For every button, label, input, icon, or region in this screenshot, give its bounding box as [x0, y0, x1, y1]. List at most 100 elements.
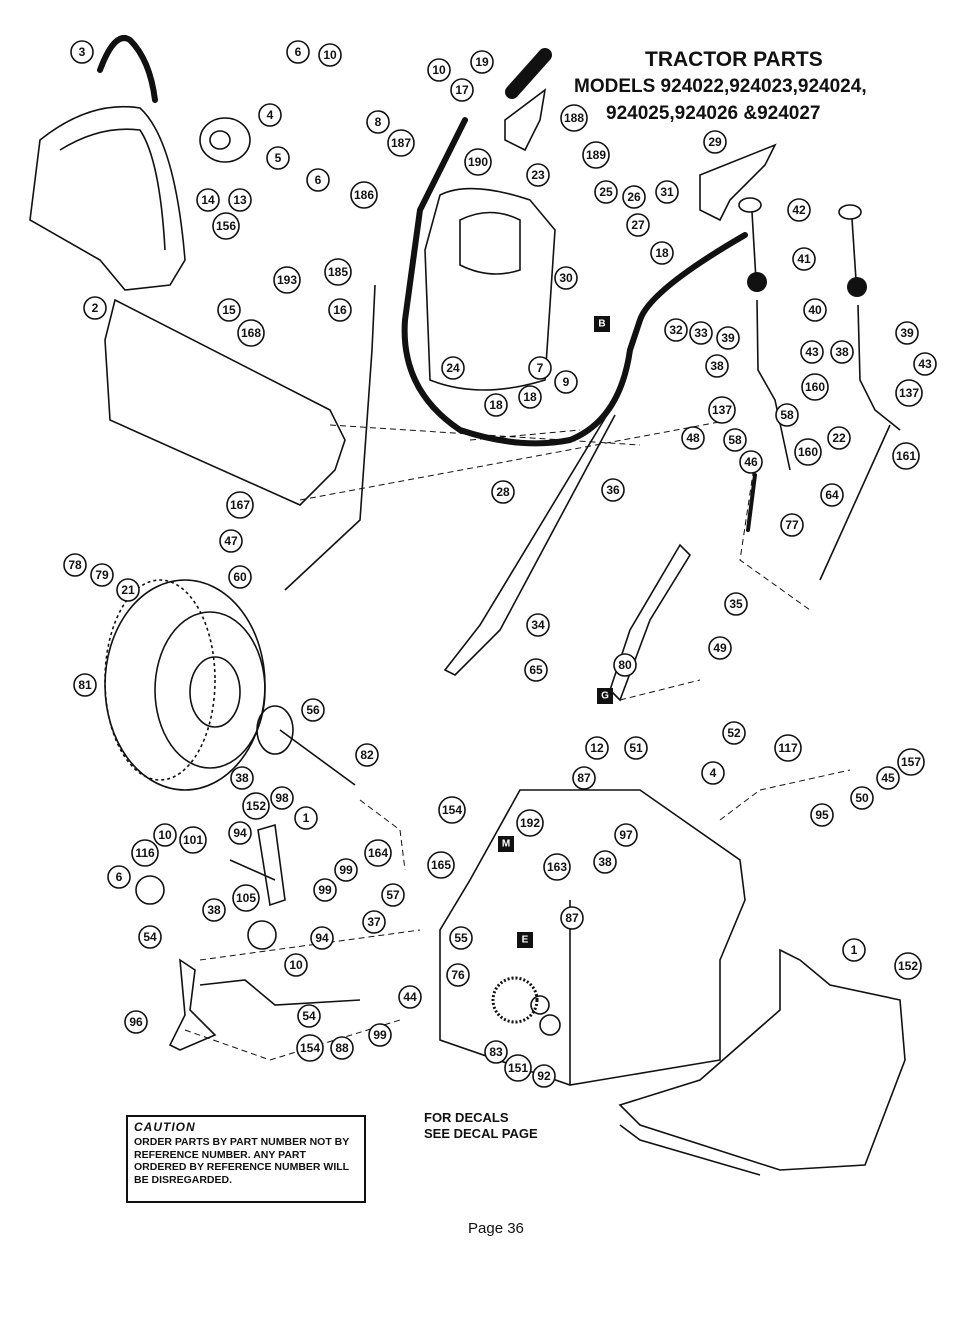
callout-balloon: [438, 796, 466, 824]
control-bracket: [699, 143, 777, 222]
callout-balloon: [810, 803, 834, 827]
callout-number: 6: [295, 45, 302, 59]
callout-number: 2: [92, 301, 99, 315]
callout-number: 35: [729, 597, 743, 611]
callout-balloon: [780, 513, 804, 537]
callout-number: 1: [303, 811, 310, 825]
callout-balloon: [116, 578, 140, 602]
callout-number: 13: [233, 193, 247, 207]
callout-number: 49: [713, 641, 727, 655]
callout-balloon: [913, 352, 937, 376]
callout-balloon: [427, 58, 451, 82]
callout-number: 4: [267, 108, 274, 122]
callout-number: 64: [825, 488, 839, 502]
callout-balloon: [107, 865, 131, 889]
callout-number: 21: [121, 583, 135, 597]
callout-balloon: [196, 188, 220, 212]
callout-number: 82: [360, 748, 374, 762]
callout-number: 94: [233, 826, 247, 840]
callout-number: 38: [835, 345, 849, 359]
callout-number: 5: [275, 151, 282, 165]
callout-balloon: [705, 354, 729, 378]
callout-number: 161: [896, 449, 916, 463]
drive-wheel: [104, 579, 266, 791]
callout-number: 36: [606, 483, 620, 497]
callout-balloon: [723, 428, 747, 452]
callout-number: 165: [431, 858, 451, 872]
callout-number: 190: [468, 155, 488, 169]
callout-number: 78: [68, 558, 82, 572]
callout-balloon: [491, 480, 515, 504]
front-hood-panel: [104, 298, 346, 506]
callout-balloon: [803, 298, 827, 322]
callout-balloon: [398, 985, 422, 1009]
callout-balloon: [237, 319, 265, 347]
callout-balloon: [387, 129, 415, 157]
callout-balloon: [701, 761, 725, 785]
callout-balloon: [516, 809, 544, 837]
handle-grip: [505, 48, 552, 99]
callout-balloon: [703, 130, 727, 154]
callout-number: 54: [302, 1009, 316, 1023]
callout-number: 1: [851, 943, 858, 957]
belt: [97, 35, 158, 103]
callout-number: 15: [222, 303, 236, 317]
callout-number: 18: [523, 390, 537, 404]
callout-balloon: [526, 613, 550, 637]
callout-balloon: [897, 748, 925, 776]
decal-note-line-1: FOR DECALS: [424, 1110, 509, 1125]
shift-link: [443, 409, 616, 676]
callout-number: 40: [808, 303, 822, 317]
callout-balloon: [232, 884, 260, 912]
callout-balloon: [775, 403, 799, 427]
callout-balloon: [681, 426, 705, 450]
callout-balloon: [560, 104, 588, 132]
callout-number: 154: [300, 1041, 320, 1055]
handle-frame: [401, 117, 748, 447]
callout-balloon: [242, 792, 270, 820]
callout-number: 29: [708, 135, 722, 149]
caution-box: CAUTION ORDER PARTS BY PART NUMBER NOT B…: [126, 1115, 366, 1203]
callout-number: 76: [451, 968, 465, 982]
callout-balloon: [792, 247, 816, 271]
callout-number: 157: [901, 755, 921, 769]
pulley-94b: [247, 920, 277, 950]
callout-number: 56: [306, 703, 320, 717]
callout-balloon: [301, 698, 325, 722]
callout-balloon: [655, 180, 679, 204]
callout-balloon: [306, 168, 330, 192]
callout-number: 45: [881, 771, 895, 785]
idler-bracket-92: [168, 958, 217, 1051]
callout-balloon: [664, 318, 688, 342]
callout-number: 164: [368, 846, 388, 860]
wheel-hub: [256, 705, 294, 755]
callout-number: 154: [442, 803, 462, 817]
callout-balloon: [368, 1023, 392, 1047]
callout-balloon: [217, 298, 241, 322]
callout-number: 39: [900, 326, 914, 340]
callout-number: 189: [586, 148, 606, 162]
callout-number: 7: [537, 361, 544, 375]
callout-balloon: [449, 926, 473, 950]
callout-number: 38: [207, 903, 221, 917]
callout-balloon: [334, 858, 358, 882]
transmission-housing: [439, 789, 746, 1086]
callout-balloon: [708, 396, 736, 424]
callout-balloon: [153, 823, 177, 847]
callout-balloon: [624, 736, 648, 760]
callout-number: 24: [446, 361, 460, 375]
callout-number: 163: [547, 860, 567, 874]
callout-number: 37: [367, 915, 381, 929]
callout-number: 83: [489, 1045, 503, 1059]
belt-cover: [29, 105, 186, 291]
callout-balloon: [179, 826, 207, 854]
callout-balloon: [801, 373, 829, 401]
callout-balloon: [219, 529, 243, 553]
callout-balloon: [228, 188, 252, 212]
callout-balloon: [842, 938, 866, 962]
callout-balloon: [366, 110, 390, 134]
control-knob-right: [838, 204, 862, 220]
callout-balloon: [441, 356, 465, 380]
